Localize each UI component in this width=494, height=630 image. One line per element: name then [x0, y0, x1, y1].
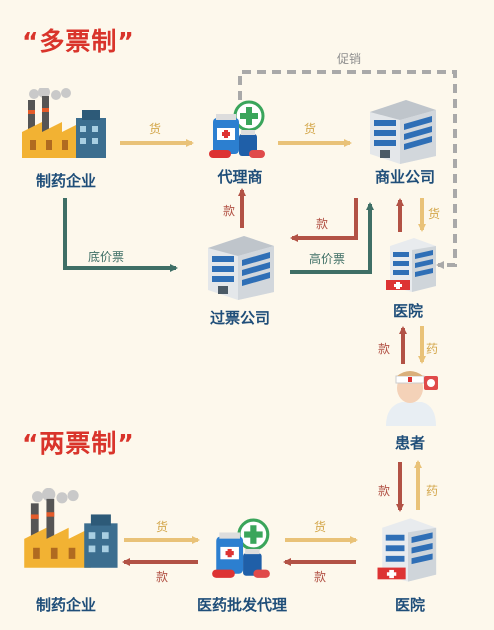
node-hospital: 医院: [392, 302, 424, 320]
factory-icon: [22, 88, 106, 158]
multi-invoice-title: “多票制”: [22, 27, 135, 56]
label-distributor-to-hospital: 货: [314, 520, 327, 534]
office-building-icon: [370, 100, 436, 164]
patient-icon: [386, 371, 438, 426]
node-hospital-two: 医院: [394, 596, 426, 614]
node-distributor: 医药批发代理: [196, 596, 288, 614]
medicine-icon: [212, 518, 270, 578]
hospital-icon: [377, 518, 437, 582]
label-hospital-to-distributor: 款: [314, 570, 327, 584]
label-commercial-to-hospital: 货: [428, 207, 441, 221]
label-distributor-to-mfr: 款: [156, 570, 169, 584]
label-hospital-to-patient-two: 药: [426, 484, 439, 498]
node-patient: 患者: [394, 434, 426, 452]
node-invoice-company: 过票公司: [209, 309, 271, 327]
label-base-price-invoice: 底价票: [88, 250, 125, 264]
arrow-base-price-invoice: [63, 198, 178, 272]
node-commercial-company: 商业公司: [374, 168, 436, 186]
label-invoice-to-agent: 款: [223, 204, 236, 218]
arrow-high-price-invoice: [290, 202, 374, 274]
label-agent-to-commercial: 货: [304, 122, 317, 136]
office-building-icon: [208, 236, 274, 300]
label-promotion: 促销: [337, 52, 362, 66]
node-manufacturer: 制药企业: [35, 172, 97, 190]
label-high-price-invoice: 高价票: [309, 252, 346, 266]
medicine-icon: [209, 100, 265, 158]
label-mfr-to-agent: 货: [149, 122, 162, 136]
arrow-promotion: [238, 70, 457, 269]
label-hospital-to-patient: 药: [426, 342, 439, 356]
factory-icon: [24, 488, 118, 568]
node-agent: 代理商: [217, 168, 263, 186]
arrow-commercial-to-invoice: [290, 198, 358, 242]
label-patient-to-hospital: 款: [378, 342, 391, 356]
label-mfr-to-distributor: 货: [156, 520, 169, 534]
hospital-icon: [386, 238, 436, 292]
two-invoice-title: “两票制”: [22, 429, 135, 458]
label-commercial-to-invoice: 款: [316, 217, 329, 231]
label-patient-to-hospital-two: 款: [378, 484, 391, 498]
node-manufacturer-two: 制药企业: [35, 596, 97, 614]
